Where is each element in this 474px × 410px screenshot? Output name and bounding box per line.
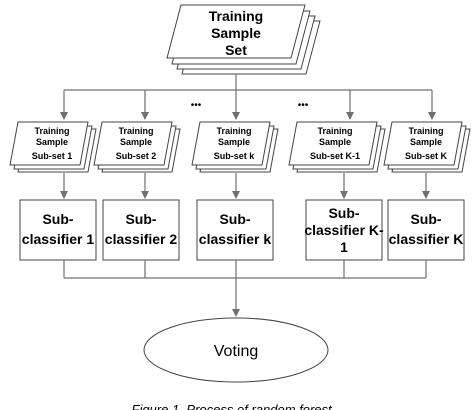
voting-label: Voting [214, 343, 258, 360]
classifier-k-minus-1-line3: 1 [340, 239, 348, 255]
subset-node-2: Training Sample Sub-set 2 [93, 121, 181, 173]
classifier-k-minus-1-line2: classifier K- [304, 222, 384, 238]
subset-k-minus-1-line1: Training [317, 126, 352, 136]
subset-node-k-minus-1: Training Sample Sub-set K-1 [288, 121, 386, 173]
subset-k-line2: Sample [218, 137, 250, 147]
classifier-1-line2: classifier 1 [22, 231, 95, 247]
top-node-line1: Training [209, 8, 263, 24]
classifier-box-1: Sub- classifier 1 [19, 199, 97, 261]
classifier-2-line2: classifier 2 [105, 231, 178, 247]
classifier-k-last-line1: Sub- [410, 211, 441, 227]
classifier-2-line1: Sub- [125, 211, 156, 227]
classifier-k-last-line2: classifier K [389, 231, 464, 247]
classifier-k-line1: Sub- [219, 211, 250, 227]
subset-node-1: Training Sample Sub-set 1 [9, 121, 97, 173]
figure-caption: Figure 1. Process of random forest... [132, 402, 343, 410]
classifier-box-2: Sub- classifier 2 [102, 199, 180, 261]
ellipsis-right: ••• [298, 100, 309, 111]
subset-node-k: Training Sample Sub-set k [191, 121, 279, 173]
subset-k-minus-1-line3: Sub-set K-1 [310, 151, 360, 161]
subset-1-line2: Sample [36, 137, 68, 147]
classifier-k-line2: classifier k [199, 231, 272, 247]
subset-k-last-line1: Training [408, 126, 443, 136]
voting-node: Voting [143, 317, 329, 383]
classifier-1-line1: Sub- [42, 211, 73, 227]
classifier-box-k-minus-1: Sub- classifier K- 1 [304, 199, 384, 261]
subset-2-line3: Sub-set 2 [116, 151, 157, 161]
top-node-line3: Set [225, 42, 247, 58]
subset-1-line3: Sub-set 1 [32, 151, 73, 161]
subset-2-line1: Training [118, 126, 153, 136]
subset-k-last-line3: Sub-set K [405, 151, 448, 161]
subset-k-minus-1-line2: Sample [319, 137, 351, 147]
subset-1-line1: Training [34, 126, 69, 136]
subset-k-last-line2: Sample [410, 137, 442, 147]
subset-k-line1: Training [216, 126, 251, 136]
classifier-box-k-last: Sub- classifier K [387, 199, 465, 261]
classifier-box-k: Sub- classifier k [196, 199, 274, 261]
training-sample-set-node: Training Sample Set [166, 4, 321, 75]
subset-node-k-last: Training Sample Sub-set K [383, 121, 471, 173]
subset-k-line3: Sub-set k [214, 151, 256, 161]
top-node-line2: Sample [211, 25, 261, 41]
ellipsis-left: ••• [191, 100, 202, 111]
subset-2-line2: Sample [120, 137, 152, 147]
classifier-k-minus-1-line1: Sub- [328, 205, 359, 221]
